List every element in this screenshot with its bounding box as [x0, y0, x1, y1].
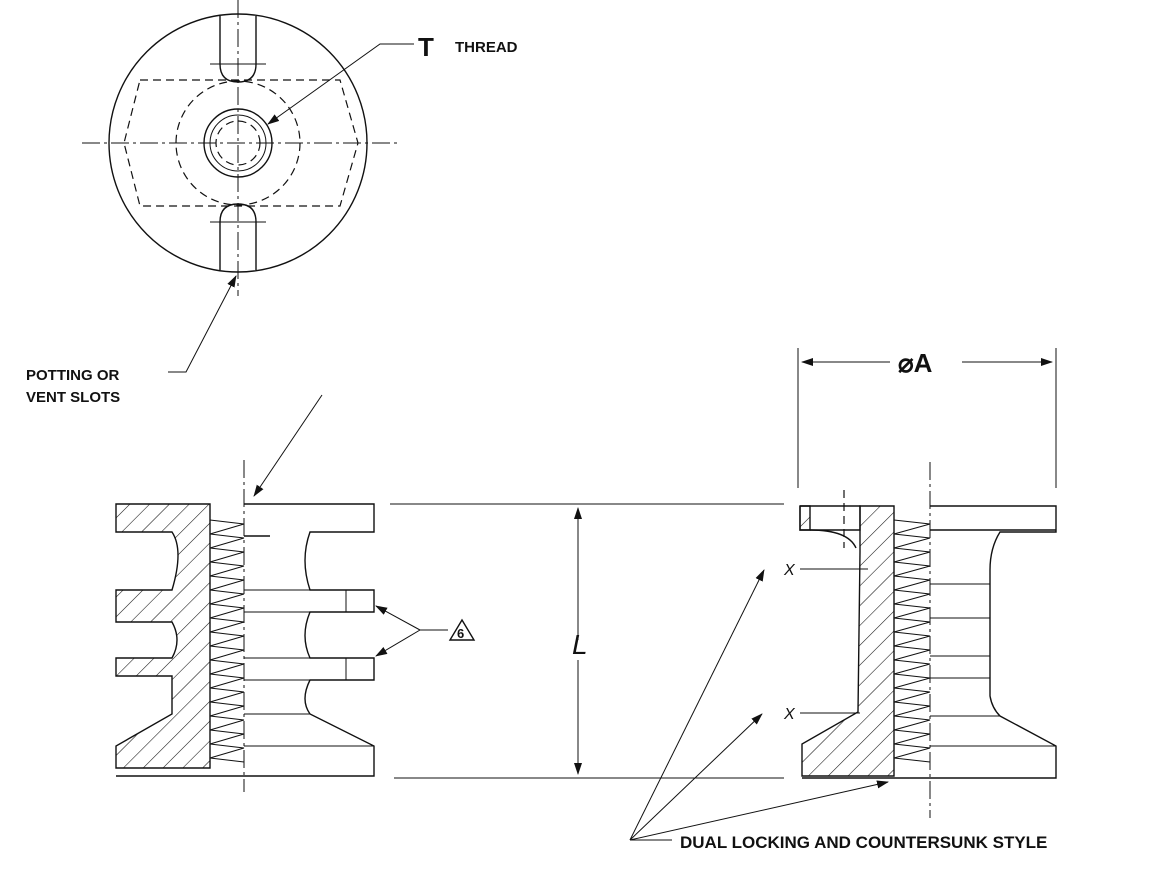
flag-note-triangle — [448, 618, 476, 641]
thread-callout: T THREAD — [267, 32, 518, 125]
potting-label-line2: VENT SLOTS — [26, 389, 120, 406]
left-section-hatched — [115, 503, 211, 769]
top-view-dashed-flange — [123, 79, 359, 207]
thread-word: THREAD — [455, 39, 518, 56]
potting-callout: POTTING OR VENT SLOTS — [26, 275, 237, 406]
top-view — [82, 0, 398, 296]
left-section-view — [115, 394, 375, 792]
flag-note-number: 6 — [457, 626, 464, 641]
right-section-outline — [930, 505, 1057, 779]
left-section-outline — [244, 503, 375, 777]
right-section-hatched — [801, 505, 895, 777]
length-dimension: L — [390, 503, 784, 779]
dual-locking-callout: DUAL LOCKING AND COUNTERSUNK STYLE — [629, 569, 1047, 852]
thread-letter: T — [418, 32, 434, 62]
flag-note-6: 6 — [375, 605, 476, 657]
left-section-thread — [209, 519, 245, 763]
right-section-view — [799, 462, 1057, 818]
x-marker-upper: X — [783, 562, 868, 579]
x-marker-lower: X — [783, 706, 860, 723]
x-label-upper: X — [783, 562, 796, 579]
diameter-label: ⌀A — [898, 348, 933, 378]
potting-label-line1: POTTING OR — [26, 367, 120, 384]
x-label-lower: X — [783, 706, 796, 723]
diameter-dimension: ⌀A — [797, 348, 1057, 488]
dual-locking-label: DUAL LOCKING AND COUNTERSUNK STYLE — [680, 833, 1047, 852]
right-section-thread — [893, 519, 931, 763]
length-label: L — [572, 629, 588, 660]
